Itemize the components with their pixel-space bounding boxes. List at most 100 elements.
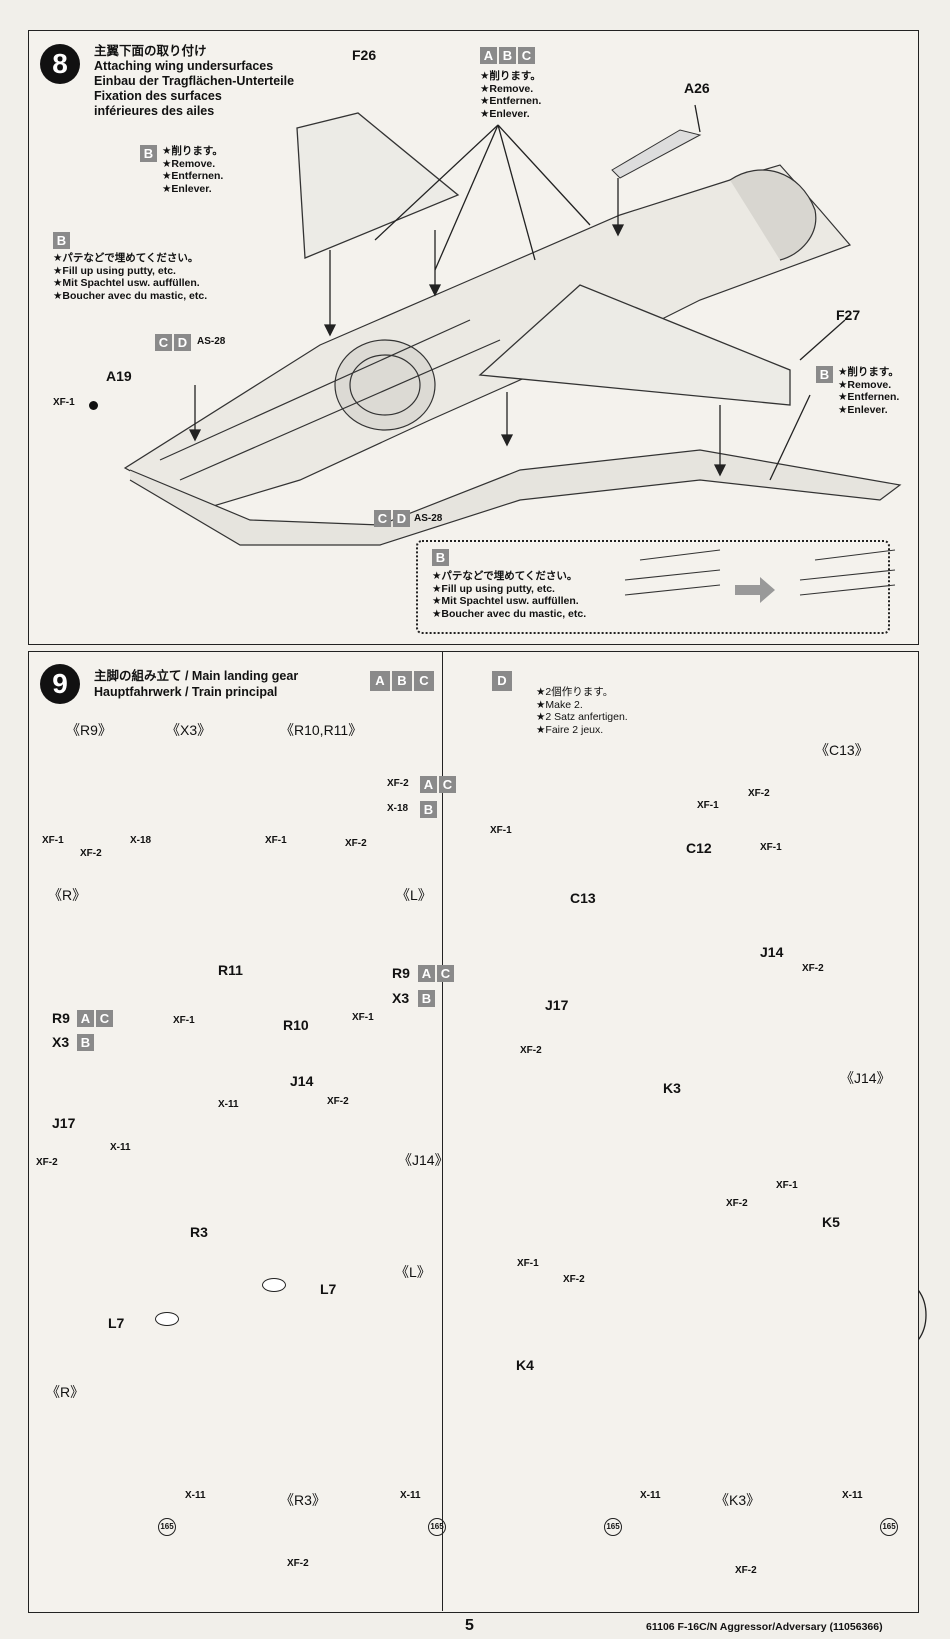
part-label-a19: A19: [106, 368, 132, 384]
paint-x11-r3-left: X-11: [185, 1490, 206, 1501]
wing-panel-f27: [478, 284, 791, 406]
part-label-j14-d: J14: [760, 944, 784, 960]
tag-b-right: B: [816, 366, 835, 384]
paint-xf1-r11: XF-1: [173, 1015, 195, 1026]
view-label-r: 《R》: [48, 887, 87, 903]
part-label-r10: R10: [283, 1017, 309, 1033]
putty-detail-drawing: [624, 549, 896, 603]
footer-kit-info: 61106 F-16C/N Aggressor/Adversary (11056…: [646, 1621, 883, 1633]
part-label-x3: X3: [52, 1034, 70, 1050]
part-label-k3: K3: [663, 1080, 681, 1096]
intake: [334, 339, 436, 431]
paint-xf2-j17: XF-2: [36, 1157, 58, 1168]
marker-165-k3-right: 165: [880, 1518, 898, 1536]
paint-xf1-r9: XF-1: [42, 835, 64, 846]
part-a26: [611, 129, 702, 179]
tag-b-x3: B: [77, 1034, 96, 1052]
fuselage-outline: [123, 164, 852, 511]
tag-b-r10: B: [420, 801, 439, 819]
page-number: 5: [465, 1617, 474, 1634]
paint-x18-x3: X-18: [130, 835, 152, 846]
part-l7-left: [155, 1312, 179, 1326]
paint-xf1-c12: XF-1: [697, 800, 719, 811]
part-label-r9b: R9: [392, 965, 410, 981]
remove-notes-right: ★削ります。 ★Remove. ★Entfernen. ★Enlever.: [838, 366, 900, 416]
paint-xf2-k5: XF-2: [726, 1198, 748, 1209]
part-label-c12: C12: [686, 840, 712, 856]
remove-notes-abc: ★削ります。 ★Remove. ★Entfernen. ★Enlever.: [480, 70, 542, 120]
part-label-r9: R9: [52, 1010, 70, 1026]
part-label-k5: K5: [822, 1214, 840, 1230]
paint-xf2-k3: XF-2: [735, 1565, 757, 1576]
tag-b-box: B: [432, 549, 451, 567]
paint-x11-k3-left: X-11: [640, 1490, 661, 1501]
assembly-arrows: [188, 104, 846, 481]
paint-xf2-c13: XF-2: [748, 788, 770, 799]
paint-x11-k3-right: X-11: [842, 1490, 863, 1501]
marker-165-k3-left: 165: [604, 1518, 622, 1536]
paint-xf1-c13-assy: XF-1: [490, 825, 512, 836]
putty-notes-box: ★パテなどで埋めてください。 ★Fill up using putty, etc…: [432, 570, 587, 620]
view-label-l-lower: 《L》: [395, 1264, 431, 1280]
view-label-r-lower: 《R》: [46, 1384, 85, 1400]
view-label-r10-r11: 《R10,R11》: [280, 722, 363, 738]
part-label-f27: F27: [836, 307, 861, 323]
view-label-r9: 《R9》: [66, 722, 112, 738]
tag-b-remove: B: [140, 145, 159, 163]
paint-xf2-r9: XF-2: [80, 848, 102, 859]
paint-xf1-r10c: XF-1: [352, 1012, 374, 1023]
part-label-x3b: X3: [392, 990, 410, 1006]
view-label-k3: 《K3》: [715, 1492, 761, 1508]
tag-b-x3b: B: [418, 990, 437, 1008]
view-label-j14: 《J14》: [398, 1152, 449, 1168]
step-9-title: 主脚の組み立て / Main landing gear Hauptfahrwer…: [94, 669, 299, 699]
paint-label-xf1-step8: XF-1: [53, 397, 75, 408]
tag-b-putty: B: [53, 232, 72, 250]
paint-xf2-r10: XF-2: [387, 778, 409, 789]
remove-notes-left: ★削ります。 ★Remove. ★Entfernen. ★Enlever.: [162, 145, 224, 195]
fuselage-drawing: [123, 164, 902, 546]
step-8-number: 8: [40, 44, 80, 84]
step-8-title: 主翼下面の取り付け Attaching wing undersurfaces E…: [94, 44, 295, 118]
paint-x11-upper: X-11: [218, 1099, 239, 1110]
part-l7-right: [262, 1278, 286, 1292]
part-label-f26: F26: [352, 47, 377, 63]
step-9-number: 9: [40, 664, 80, 704]
putty-notes-left: ★パテなどで埋めてください。 ★Fill up using putty, etc…: [53, 252, 208, 302]
putty-detail-box: [416, 540, 890, 634]
engine-nozzle: [729, 169, 817, 261]
paint-xf2-j14-d: XF-2: [802, 963, 824, 974]
panel-divider: [442, 651, 443, 1611]
view-label-l: 《L》: [396, 887, 432, 903]
transition-arrow: [735, 577, 775, 603]
paint-dot-xf1: [89, 397, 98, 415]
wing-panel-f26: [296, 112, 460, 259]
paint-xf1-r10: XF-1: [265, 835, 287, 846]
paint-label-as28-upper: AS-28: [197, 336, 226, 347]
fuselage-lower: [129, 449, 902, 546]
view-label-r3: 《R3》: [280, 1492, 326, 1508]
make-two-notes: ★2個作ります。 ★Make 2. ★2 Satz anfertigen. ★F…: [536, 686, 628, 736]
part-label-j14-s9: J14: [290, 1073, 314, 1089]
paint-xf2-j17-d: XF-2: [520, 1045, 542, 1056]
paint-xf1-c13: XF-1: [760, 842, 782, 853]
part-label-k4: K4: [516, 1357, 534, 1373]
paint-x11-j17: X-11: [110, 1142, 131, 1153]
step-9-panel: [28, 651, 919, 1613]
paint-xf1-k4: XF-1: [517, 1258, 539, 1269]
part-label-l7-right: L7: [320, 1281, 337, 1297]
paint-xf2-r10b: XF-2: [345, 838, 367, 849]
part-label-r3: R3: [190, 1224, 208, 1240]
marker-165-right: 165: [428, 1518, 446, 1536]
paint-xf2-r3: XF-2: [287, 1558, 309, 1569]
paint-x11-r3-right: X-11: [400, 1490, 421, 1501]
part-label-l7-left: L7: [108, 1315, 125, 1331]
part-label-j17-s9: J17: [52, 1115, 76, 1131]
